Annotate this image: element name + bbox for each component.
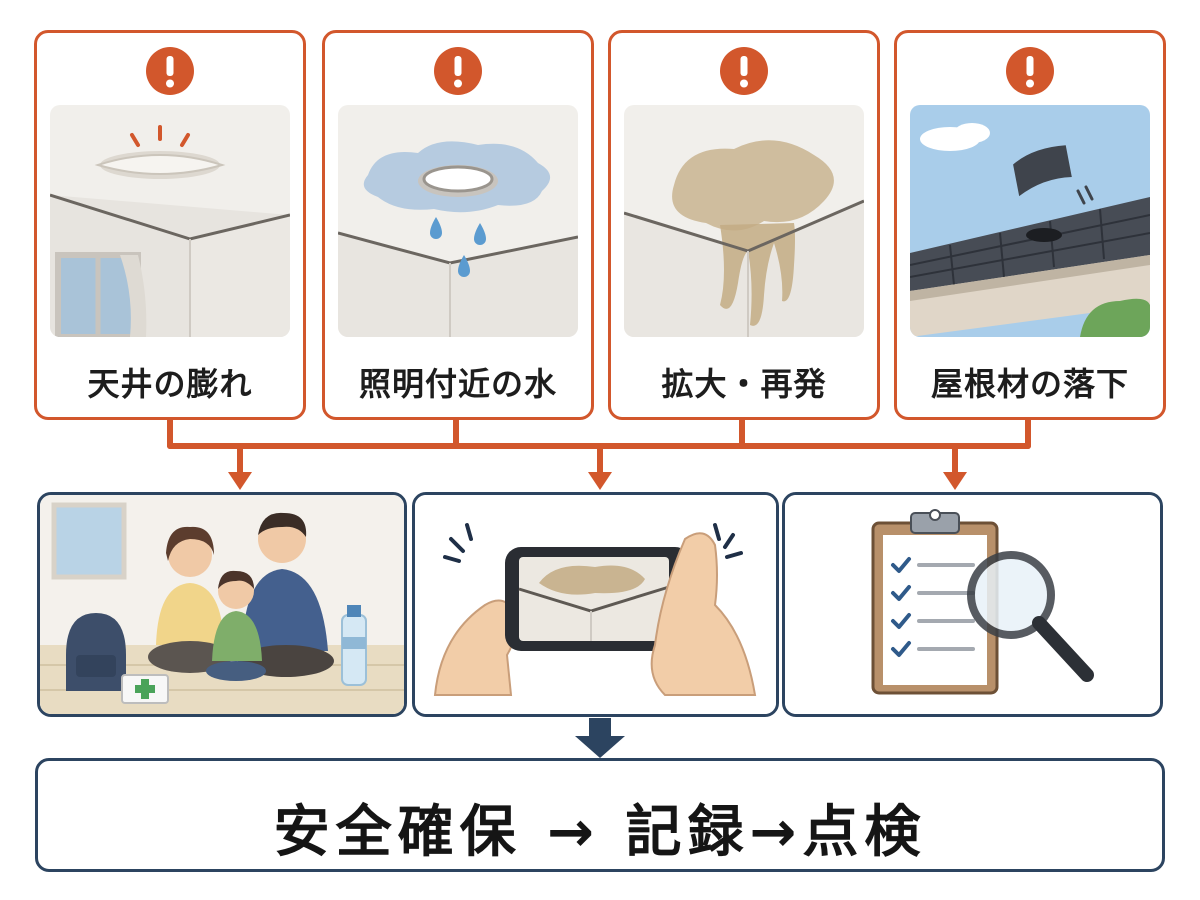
warning-card-ceiling-bulge: 天井の膨れ — [34, 30, 306, 420]
stain-spread-icon — [624, 105, 864, 337]
warning-label: 照明付近の水 — [358, 365, 557, 403]
ceiling-bulge-icon — [50, 105, 290, 337]
exclamation-icon — [720, 47, 768, 95]
roof-tile-falling-icon — [910, 105, 1150, 337]
result-box: 安全確保 → 記録→点検 — [35, 758, 1165, 872]
warning-label: 拡大・再発 — [661, 365, 827, 403]
warning-card-light-water: 照明付近の水 — [322, 30, 594, 420]
action-card-record — [412, 492, 779, 717]
warning-card-stain-spread: 拡大・再発 — [608, 30, 880, 420]
exclamation-icon — [434, 47, 482, 95]
exclamation-icon — [146, 47, 194, 95]
light-water-icon — [338, 105, 578, 337]
family-safety-icon — [40, 495, 404, 714]
result-text: 安全確保 → 記録→点検 — [273, 800, 927, 865]
warning-label: 屋根材の落下 — [930, 365, 1129, 403]
exclamation-icon — [1006, 47, 1054, 95]
warning-card-roof-tile: 屋根材の落下 — [894, 30, 1166, 420]
result-arrow — [575, 718, 625, 758]
checklist-inspection-icon — [785, 495, 1160, 714]
action-card-safety — [37, 492, 407, 717]
action-card-inspection — [782, 492, 1163, 717]
warning-label: 天井の膨れ — [87, 365, 253, 403]
smartphone-photo-icon — [415, 495, 776, 714]
